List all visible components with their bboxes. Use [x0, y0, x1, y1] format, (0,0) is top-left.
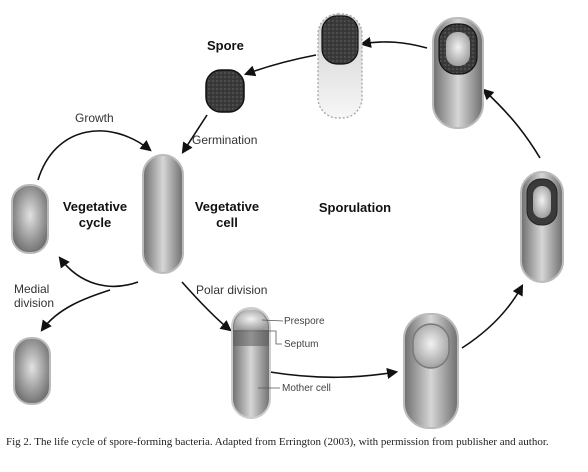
polar-division-cell — [231, 307, 271, 419]
growth-arrow — [37, 130, 152, 181]
free-spore — [205, 69, 245, 113]
vegetative-cell — [142, 154, 184, 274]
figure-caption: Fig 2. The life cycle of spore-forming b… — [6, 436, 549, 448]
germination-label: Germination — [192, 133, 257, 147]
sporulation-label: Sporulation — [319, 200, 391, 215]
forespore-arrow-1 — [461, 284, 524, 349]
spore-label: Spore — [207, 38, 244, 53]
forespore-arrow-2 — [482, 88, 541, 159]
polar-division-arrow — [181, 281, 232, 332]
medial-division-label-line2: division — [14, 296, 54, 310]
vegetative-cycle-label-line1: Vegetative — [63, 199, 127, 214]
vegetative-cell-label-line1: Vegetative — [195, 199, 259, 214]
growth-label: Growth — [75, 111, 114, 125]
forespore-cell — [520, 171, 564, 283]
daughter-cell-bottom — [13, 337, 51, 405]
mother-cell-label: Mother cell — [282, 383, 331, 394]
septum-label: Septum — [284, 339, 318, 350]
engulfment-cell — [403, 313, 459, 429]
engulfment-arrow — [269, 367, 399, 379]
medial-division-arrow-down — [40, 289, 111, 332]
prespore-label: Prespore — [284, 316, 325, 327]
daughter-cell-top — [11, 184, 49, 254]
medial-division-arrow-up — [58, 256, 139, 288]
lysing-cell — [317, 13, 363, 119]
medial-division-label-line1: Medial — [14, 282, 49, 296]
mature-spore-cell — [432, 17, 484, 129]
vegetative-cell-label-line2: cell — [216, 215, 238, 230]
mother-cell-lysis-arrow — [359, 36, 428, 49]
germination-arrow — [181, 114, 208, 154]
spore-release-arrow — [243, 54, 317, 77]
vegetative-cycle-label-line2: cycle — [79, 215, 112, 230]
polar-division-label: Polar division — [196, 283, 267, 297]
